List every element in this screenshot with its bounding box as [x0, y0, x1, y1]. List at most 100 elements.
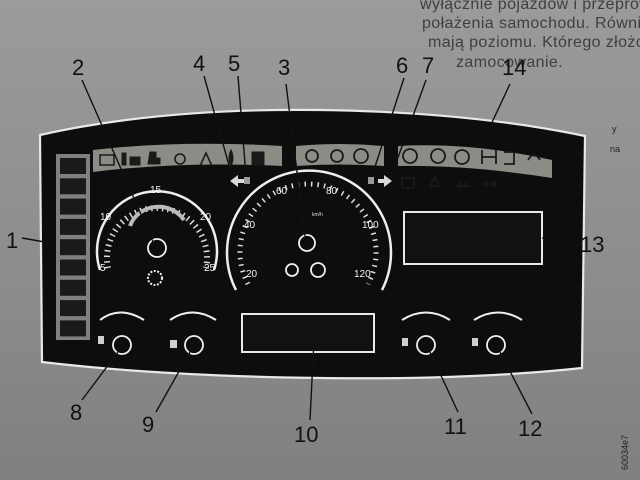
- battery-icon: [99, 154, 115, 166]
- small-gauge-11-arc: [401, 311, 451, 321]
- speedometer-unit: km/h: [312, 212, 323, 218]
- speed-label-100: 100: [362, 220, 379, 231]
- small-gauge-12: [472, 311, 523, 355]
- small-gauge-8-knob: [112, 335, 132, 355]
- gear-icon: [147, 270, 163, 286]
- led-cell: [60, 279, 86, 296]
- leader-14: [479, 83, 511, 149]
- text-line-1: wyłącznie pojazdów i przeprowadzania: [420, 0, 640, 13]
- tip-icon: [504, 151, 515, 165]
- lamp-5-icon: [244, 177, 250, 184]
- warning-light-strip-center: [296, 144, 384, 166]
- leader-1: [21, 237, 57, 245]
- text-line-5: y: [612, 124, 617, 134]
- brake-icon: [174, 153, 186, 165]
- lamp-6-icon: [368, 177, 374, 184]
- callout-4: 4: [193, 51, 205, 76]
- small-gauge-9-knob: [184, 335, 204, 355]
- leader-2: [81, 79, 155, 245]
- rev-label-25: 25: [204, 263, 216, 274]
- text-line-2: połażenia samochodu. Również także prawo: [422, 15, 640, 32]
- trailer-brake-icon: [402, 148, 418, 164]
- led-cell: [60, 259, 86, 276]
- rev-label-15: 15: [150, 185, 162, 196]
- axle-icon: [527, 154, 541, 161]
- speedometer-hub: [298, 234, 316, 252]
- callout-1: 1: [6, 228, 18, 253]
- text-line-4: zamocowanie.: [456, 54, 564, 71]
- small-gauge-9-arc: [169, 311, 217, 321]
- coolant-icon: [147, 151, 161, 165]
- center-display-10: [241, 313, 375, 353]
- callout-10: 10: [294, 422, 318, 447]
- speed-label-20: 20: [246, 269, 258, 280]
- rev-gauge-outer-arc: [95, 190, 219, 271]
- small-gauge-12-knob: [486, 335, 506, 355]
- rev-gauge-hub: [147, 238, 167, 258]
- leader-7: [391, 79, 427, 175]
- led-cell: [60, 239, 86, 256]
- cluster-panel: [38, 108, 587, 380]
- abs-icon: [353, 148, 369, 164]
- rev-gauge-eco-band: [128, 204, 186, 227]
- speed-label-120: 120: [354, 269, 371, 280]
- figure-code: 60034e7: [620, 435, 630, 470]
- fuel-icon: [170, 340, 177, 348]
- leader-11: [429, 351, 459, 413]
- callout-leaders: [21, 75, 579, 421]
- hazard-icon: [428, 175, 442, 187]
- tip-body-icon: [401, 177, 415, 189]
- callout-14: 14: [502, 55, 526, 80]
- text-line-3: mają poziomu. Którego złożone zamocowane: [428, 34, 640, 51]
- small-gauge-11-knob: [416, 335, 436, 355]
- leader-5: [237, 75, 247, 177]
- speedometer: km/h 20 40 60 80 100 120: [225, 169, 393, 291]
- small-gauge-11: [401, 311, 451, 355]
- manual-text-block: wyłącznie pojazdów i przeprowadzania poł…: [0, 0, 640, 120]
- retarder-icon: [454, 149, 470, 165]
- led-cell: [60, 198, 86, 215]
- oil-pressure-icon: [98, 336, 104, 344]
- fuel-filter-icon: [121, 152, 127, 166]
- oil-icon: [129, 156, 141, 166]
- callout-6: 6: [396, 53, 408, 78]
- leader-3: [285, 83, 306, 237]
- small-gauge-8-arc: [99, 311, 145, 321]
- fog-icon: [330, 149, 344, 163]
- lamp-icon: [305, 149, 319, 163]
- left-turn-indicator-icon: [230, 175, 244, 187]
- callout-13: 13: [580, 232, 604, 257]
- rev-label-5: 5: [100, 263, 106, 274]
- info-display-13: [403, 211, 543, 265]
- leader-8: [81, 351, 119, 401]
- door-icon: [251, 151, 265, 166]
- led-cell: [60, 178, 86, 195]
- diff-lock-icon: [481, 150, 497, 164]
- parking-brake-icon: [430, 148, 446, 164]
- warning-icons-right: [401, 148, 541, 189]
- led-bar: [56, 154, 90, 340]
- small-gauge-8: [98, 311, 145, 355]
- rev-gauge: 5 10 15 20 25: [95, 185, 219, 286]
- callout-5: 5: [228, 51, 240, 76]
- leader-4: [203, 75, 233, 177]
- callout-2: 2: [72, 55, 84, 80]
- led-cell: [60, 320, 86, 337]
- trailer-icon: [456, 182, 470, 188]
- cruise-control-icon: [285, 263, 299, 277]
- led-cell: [60, 218, 86, 235]
- callout-7: 7: [422, 53, 434, 78]
- callout-12: 12: [518, 416, 542, 441]
- led-cell: [60, 300, 86, 317]
- callout-9: 9: [142, 412, 154, 437]
- text-line-6: na: [610, 144, 620, 154]
- seatbelt-icon: [199, 151, 213, 167]
- air-pressure-1-icon: [402, 338, 408, 346]
- rev-label-20: 20: [200, 212, 212, 223]
- led-cell: [60, 158, 86, 174]
- axle-lift-icon: [482, 180, 498, 188]
- speed-limiter-icon: [310, 262, 326, 278]
- leader-6: [371, 77, 405, 177]
